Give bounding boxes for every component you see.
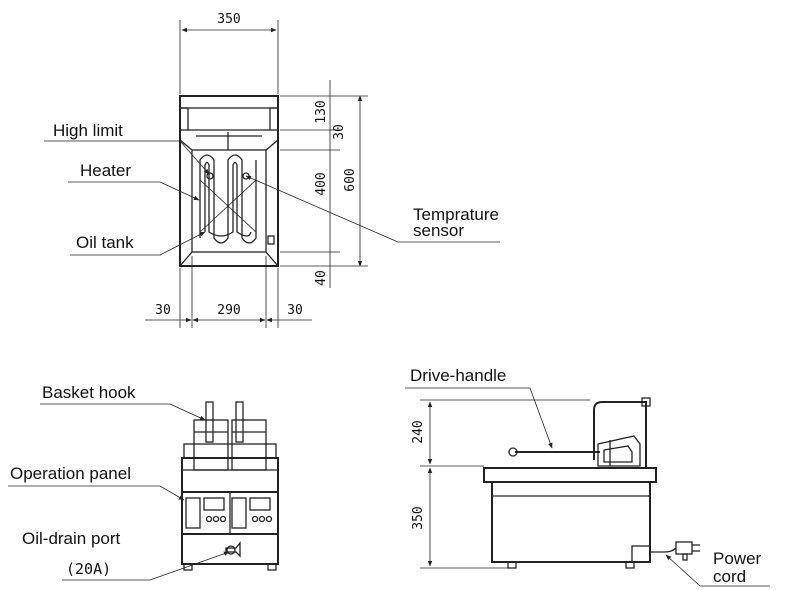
callout-oil-drain-port: Oil-drain port (20A)	[22, 529, 230, 581]
label-power-cord-1: Power	[713, 549, 762, 568]
label-high-limit: High limit	[53, 121, 123, 140]
power-cord-plug	[675, 541, 700, 561]
dim-label: 30	[155, 303, 171, 318]
label-temperature-sensor-1: Temprature	[413, 205, 499, 224]
label-temperature-sensor-2: sensor	[413, 221, 464, 240]
dim-label: 350	[411, 506, 426, 529]
callout-heater: Heater	[68, 161, 200, 201]
drive-handle-shape	[593, 401, 647, 468]
label-oil-drain-size: (20A)	[66, 560, 111, 578]
dim-label: 130	[314, 100, 329, 123]
dim-width-bottom: 30 290 30	[145, 256, 312, 328]
dim-label: 240	[411, 420, 426, 443]
label-power-cord-2: cord	[713, 567, 746, 586]
callout-temperature-sensor: Temprature sensor	[245, 175, 500, 243]
dim-label: 290	[217, 303, 240, 318]
front-view-body	[181, 401, 279, 571]
oil-tank-shape	[191, 149, 267, 253]
dim-label: 600	[343, 168, 358, 191]
basket-hook-right	[235, 401, 244, 443]
dim-label: 30	[332, 124, 347, 140]
front-view: Basket hook Operation panel Oil-drain po…	[8, 383, 279, 581]
basket-hook-left	[205, 401, 214, 443]
label-basket-hook: Basket hook	[42, 383, 136, 402]
dim-width-total: 350	[179, 12, 279, 94]
side-view: 240 350 Drive-handle Power cord	[405, 366, 770, 587]
callout-high-limit: High limit	[44, 121, 210, 175]
label-operation-panel: Operation panel	[10, 464, 131, 483]
heater-coil	[199, 154, 257, 244]
label-oil-drain-port: Oil-drain port	[22, 529, 121, 548]
callout-drive-handle: Drive-handle	[405, 366, 553, 449]
side-view-body	[483, 397, 700, 569]
callout-operation-panel: Operation panel	[8, 464, 185, 501]
dim-height-right: 130 30 400 600 40	[280, 80, 368, 288]
dim-label: 400	[314, 172, 329, 195]
label-heater: Heater	[80, 161, 131, 180]
dim-label: 30	[287, 303, 303, 318]
label-oil-tank: Oil tank	[76, 233, 134, 252]
label-drive-handle: Drive-handle	[410, 366, 506, 385]
callout-power-cord: Power cord	[665, 549, 770, 587]
dim-label: 40	[314, 270, 329, 286]
callout-basket-hook: Basket hook	[40, 383, 206, 421]
top-view: 350 30 290 30 130 30 400 600	[44, 12, 500, 328]
callout-oil-tank: Oil tank	[70, 231, 206, 256]
dim-label: 350	[217, 12, 240, 27]
dim-side-heights: 240 350	[411, 399, 590, 569]
top-view-body	[179, 95, 279, 267]
